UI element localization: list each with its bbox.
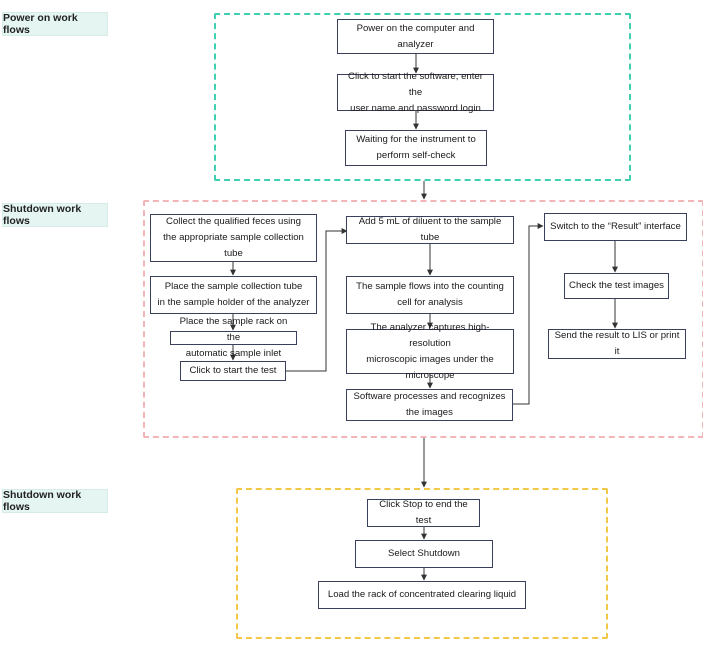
step-click-start: Click to start the test [180,361,286,381]
step-switch-result: Switch to the “Result” interface [544,213,687,241]
step-sample-flows: The sample flows into the counting cell … [346,276,514,314]
step-process-images: Software processes and recognizes the im… [346,389,513,421]
power-on-group [214,13,631,181]
step-load-rack: Load the rack of concentrated clearing l… [318,581,526,609]
step-power-on: Power on the computer and analyzer [337,19,494,54]
arrow-c2-to-c3 [513,223,544,405]
step-start-software: Click to start the software, enter the u… [337,71,494,114]
section-label-power-on: Power on work flows [2,12,108,36]
step-collect-feces: Collect the qualified feces using the ap… [150,214,317,262]
section-label-shutdown-1: Shutdown work flows [2,203,108,227]
step-send-result: Send the result to LIS or print it [548,329,686,359]
step-click-stop: Click Stop to end the test [367,499,480,527]
shutdown-group [236,488,608,639]
step-self-check: Waiting for the instrument to perform se… [345,130,487,166]
step-check-images: Check the test images [564,273,669,299]
step-place-tube: Place the sample collection tube in the … [150,276,317,314]
step-capture-images: The analyzer captures high-resolution mi… [346,322,514,381]
arrow-c1-to-c2 [286,228,348,372]
step-add-diluent: Add 5 mL of diluent to the sample tube [346,216,514,244]
section-label-shutdown-2: Shutdown work flows [2,489,108,513]
step-place-rack: Place the sample rack on the automatic s… [170,316,297,359]
step-select-shutdown: Select Shutdown [355,540,493,568]
